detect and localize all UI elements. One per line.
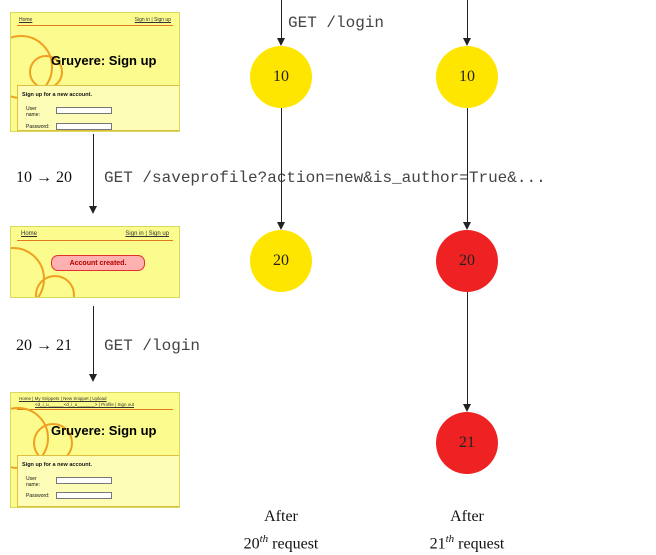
node-col1-20: 20: [250, 230, 312, 292]
step-label-1: 10 → 20: [16, 169, 72, 186]
caption-col2-line1: After: [450, 508, 484, 525]
node-col2-20: 20: [436, 230, 498, 292]
caption-col1: After 20th request: [221, 506, 341, 555]
form-heading: Sign up for a new account.: [22, 462, 92, 468]
nav-signin-signup-link[interactable]: Sign in | Sign up: [125, 231, 169, 237]
nav-home-link[interactable]: Home: [21, 231, 38, 237]
edge-col1-in: [281, 0, 282, 38]
step-label-2: 20 → 21: [16, 337, 72, 354]
top-request-label: GET /login: [288, 14, 385, 32]
username-field[interactable]: [56, 107, 112, 114]
transition-arrow-1: [93, 134, 94, 206]
password-field[interactable]: [56, 492, 112, 499]
username-label: User name:: [26, 106, 40, 118]
node-col2-10: 10: [436, 46, 498, 108]
node-col2-21: 21: [436, 412, 498, 474]
edge-col1-in-head: [277, 38, 285, 46]
nav-links-row-1[interactable]: Home | My Snippets | New Snippet | Uploa…: [19, 396, 107, 401]
nav-signin-signup-link[interactable]: Sign in | Sign up: [134, 17, 171, 23]
nav-divider: [17, 25, 173, 26]
caption-col2-line2: 21th request: [407, 528, 527, 555]
caption-col1-line2: 20th request: [221, 528, 341, 555]
node-col1-10: 10: [250, 46, 312, 108]
caption-col2: After 21th request: [407, 506, 527, 555]
caption-col1-num: 20: [243, 535, 260, 553]
arrow-head-1: [89, 206, 97, 214]
signup-form: Sign up for a new account. User name: Pa…: [17, 85, 179, 131]
arrow-head-2: [89, 374, 97, 382]
username-field[interactable]: [56, 477, 112, 484]
edge-col2-10-20-head: [463, 222, 471, 230]
password-label: Password:: [26, 493, 50, 499]
caption-col2-rest: request: [458, 535, 505, 553]
screenshot-account-created: Home Sign in | Sign up Account created.: [10, 226, 180, 298]
request-label-1: GET /saveprofile?action=new&is_author=Tr…: [104, 169, 546, 187]
password-field[interactable]: [56, 123, 112, 130]
caption-col1-rest: request: [272, 535, 319, 553]
caption-col2-sup: th: [445, 533, 455, 545]
edge-col2-20-21-head: [463, 404, 471, 412]
transition-arrow-2: [93, 306, 94, 374]
edge-col2-20-21: [467, 292, 468, 404]
caption-col2-num: 21: [429, 535, 446, 553]
screenshot-signup-2: Home | My Snippets | New Snippet | Uploa…: [10, 392, 180, 508]
edge-col1-10-20: [281, 108, 282, 222]
nav-home-link[interactable]: Home: [19, 17, 33, 23]
edge-col2-in-head: [463, 38, 471, 46]
form-heading: Sign up for a new account.: [22, 92, 92, 98]
request-label-2: GET /login: [104, 337, 201, 355]
page-title: Gruyere: Sign up: [51, 423, 157, 438]
page-title: Gruyere: Sign up: [51, 53, 157, 68]
caption-col1-line1: After: [264, 508, 298, 525]
edge-col1-10-20-head: [277, 222, 285, 230]
caption-col1-sup: th: [259, 533, 269, 545]
status-message: Account created.: [51, 255, 145, 271]
nav-divider: [17, 240, 173, 241]
nav-links-row-2[interactable]: <d_i_u______<d_i_u_______> | Profile | S…: [35, 402, 135, 407]
edge-col2-10-20: [467, 108, 468, 222]
password-label: Password:: [26, 124, 50, 130]
username-label: User name:: [26, 476, 40, 488]
screenshot-signup-1: Home Sign in | Sign up Gruyere: Sign up …: [10, 12, 180, 132]
signup-form: Sign up for a new account. User name: Pa…: [17, 455, 179, 507]
nav-divider: [17, 409, 173, 410]
edge-col2-in: [467, 0, 468, 38]
